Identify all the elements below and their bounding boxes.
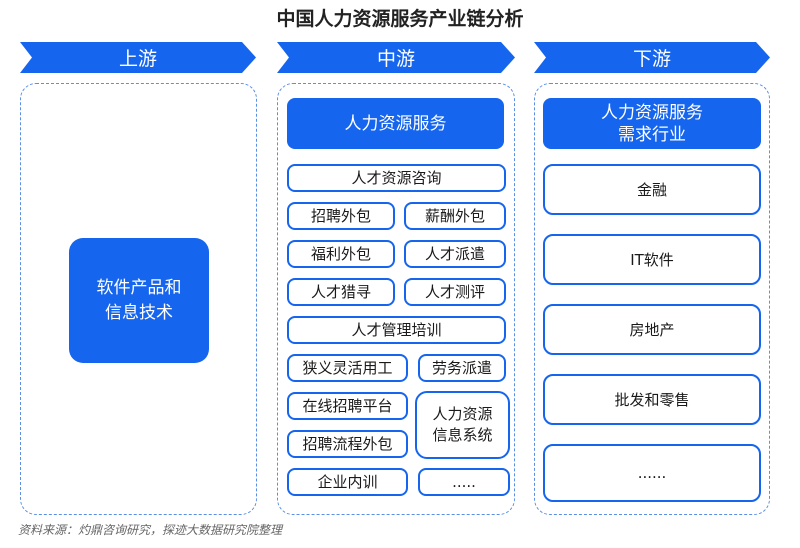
item-assessment: 人才测评 (404, 278, 506, 306)
item-payroll-outsourcing: 薪酬外包 (404, 202, 506, 230)
industry-finance: 金融 (543, 164, 761, 215)
downstream-header: 人力资源服务 需求行业 (543, 98, 761, 149)
midstream-header: 人力资源服务 (287, 98, 504, 149)
industry-it-software: IT软件 (543, 234, 761, 285)
industry-more: ...... (543, 444, 761, 502)
downstream-panel (534, 83, 770, 515)
item-flexible-employment: 狭义灵活用工 (287, 354, 408, 382)
item-welfare-outsourcing: 福利外包 (287, 240, 395, 268)
item-labor-dispatch: 劳务派遣 (418, 354, 506, 382)
item-online-recruitment: 在线招聘平台 (287, 392, 408, 420)
upstream-panel (20, 83, 257, 515)
item-recruitment-outsourcing: 招聘外包 (287, 202, 395, 230)
page-title: 中国人力资源服务产业链分析 (276, 8, 524, 30)
midstream-panel (277, 83, 515, 515)
item-more: ..... (418, 468, 510, 496)
industry-real-estate: 房地产 (543, 304, 761, 355)
item-consulting: 人才资源咨询 (287, 164, 506, 192)
upstream-software-it: 软件产品和 信息技术 (69, 238, 209, 363)
item-hr-info-system: 人力资源 信息系统 (415, 391, 510, 459)
item-headhunting: 人才猎寻 (287, 278, 395, 306)
stage-midstream: 中游 (277, 42, 515, 73)
source-note: 资料来源：灼鼎咨询研究，探迹大数据研究院整理 (18, 523, 283, 537)
stage-upstream: 上游 (20, 42, 256, 73)
item-corporate-training: 企业内训 (287, 468, 408, 496)
industry-wholesale-retail: 批发和零售 (543, 374, 761, 425)
item-talent-management-training: 人才管理培训 (287, 316, 506, 344)
stage-downstream: 下游 (534, 42, 770, 73)
item-recruitment-process-outsourcing: 招聘流程外包 (287, 430, 408, 458)
item-talent-dispatch: 人才派遣 (404, 240, 506, 268)
